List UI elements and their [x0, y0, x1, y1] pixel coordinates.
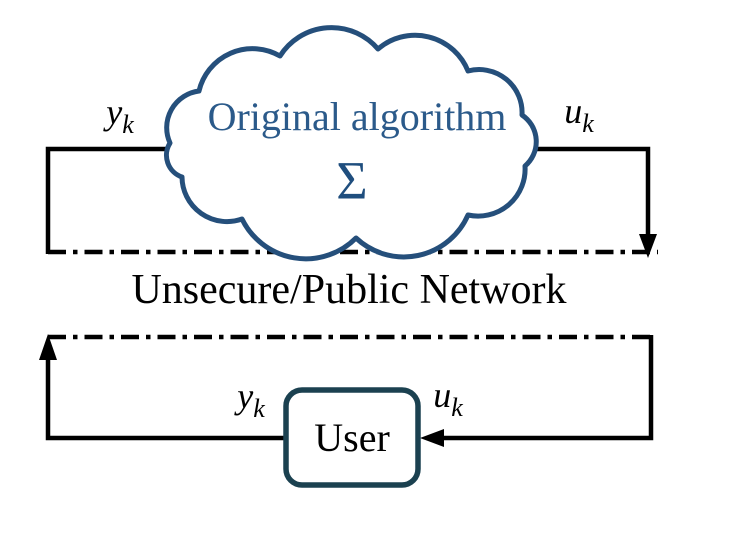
flow-line-network-to-user [442, 335, 654, 441]
signal-label-yk-top: yk [106, 91, 134, 139]
signal-label-uk-top: uk [564, 90, 594, 138]
flow-line-cloud-to-network [496, 146, 651, 236]
flow-line-user-to-network [45, 360, 290, 441]
arrow-up-icon [39, 334, 57, 360]
sigma-symbol: Σ [336, 150, 368, 211]
arrow-left-icon [420, 429, 444, 447]
flow-line-yk-to-cloud [45, 146, 204, 254]
user-box [283, 387, 421, 488]
signal-label-uk-bottom: uk [433, 374, 463, 422]
signal-base: u [564, 90, 583, 131]
user-box-label: User [314, 415, 390, 460]
network-label: Unsecure/Public Network [131, 266, 567, 313]
signal-subscript: k [122, 109, 134, 139]
signal-label-yk-bottom: yk [237, 375, 265, 423]
signal-base: u [433, 374, 452, 415]
signal-base: y [237, 375, 254, 416]
signal-subscript: k [582, 108, 594, 138]
cloud-title: Original algorithm [207, 94, 507, 139]
cloud-shape [164, 25, 539, 262]
signal-subscript: k [253, 393, 265, 423]
arrow-down-icon [639, 234, 657, 258]
signal-subscript: k [451, 392, 463, 422]
signal-base: y [106, 91, 123, 132]
